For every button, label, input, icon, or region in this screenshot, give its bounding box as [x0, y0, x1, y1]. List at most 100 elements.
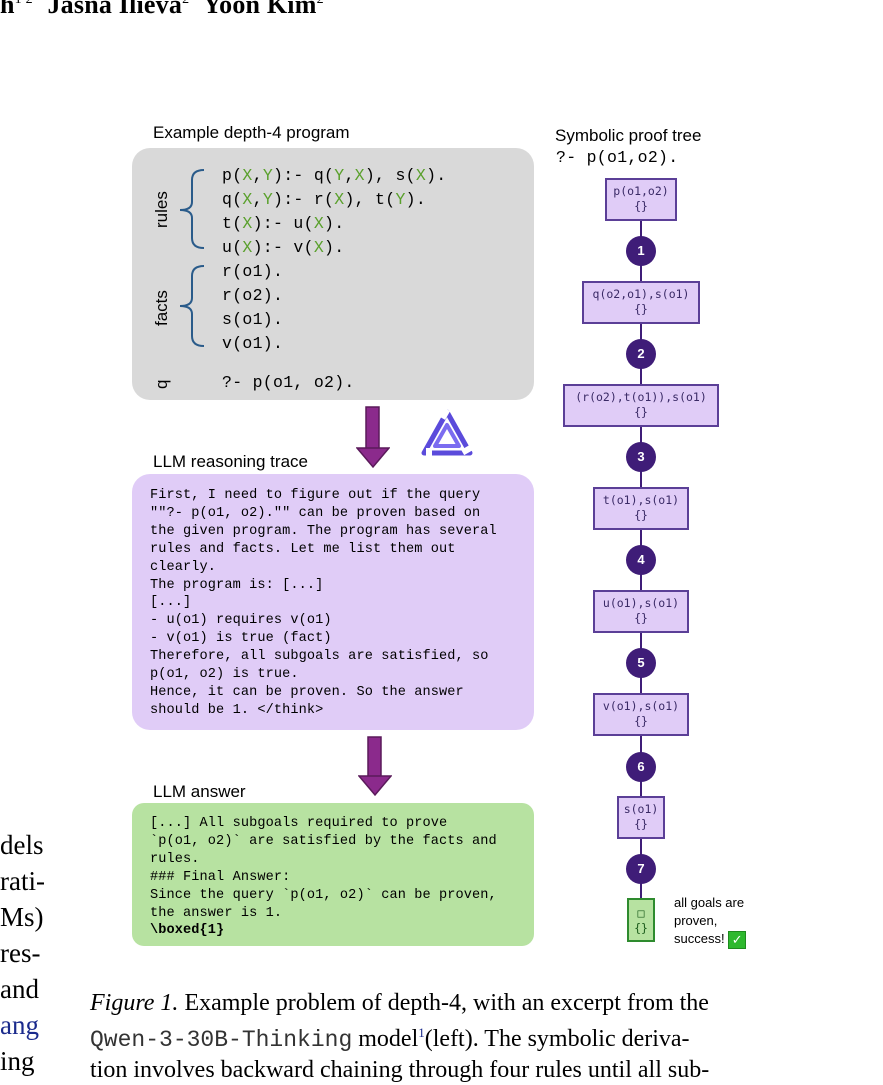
query-label: q: [152, 379, 171, 389]
proof-node-subst: {}: [634, 508, 648, 522]
answer-box: [132, 803, 534, 946]
proof-node-goal: (r(o2),t(o1)),s(o1): [575, 390, 707, 404]
answer-line: ### Final Answer:: [150, 869, 291, 885]
query-line: ?- p(o1, o2).: [222, 373, 355, 392]
success-line: proven,: [674, 913, 718, 928]
rules-brace: [179, 169, 205, 249]
figure-caption: Figure 1. Example problem of depth-4, wi…: [90, 988, 709, 1085]
success-text: all goals are proven, success! ✓: [674, 894, 747, 949]
body-text-fragment: ing: [0, 1046, 35, 1076]
success-line: all goals are: [674, 895, 745, 910]
program-box: [132, 148, 534, 400]
proof-step-marker: 5: [626, 648, 656, 678]
author-name: Jasna Ilieva: [47, 0, 183, 19]
footnote-link[interactable]: 1: [418, 1025, 425, 1040]
proof-node-goal: s(o1): [623, 802, 659, 816]
rule-text: ):- u(: [252, 214, 314, 233]
trace-box: [132, 474, 534, 730]
down-arrow-icon: [358, 736, 392, 797]
rules-label: rules: [152, 191, 171, 228]
trace-line: - u(o1) requires v(o1): [150, 613, 332, 629]
rule-text: q(: [222, 190, 243, 209]
trace-line: First, I need to figure out if the query: [150, 488, 481, 503]
trace-line: [...]: [150, 595, 192, 611]
proof-node: (r(o2),t(o1)),s(o1){}: [563, 384, 719, 427]
rule-text: ,: [252, 166, 263, 185]
rule-line: t(X):- u(X).: [222, 214, 344, 233]
rule-text: ).: [405, 190, 427, 209]
proof-node-subst: {}: [634, 405, 648, 419]
caption-text: (left). The symbolic deriva-: [424, 1026, 690, 1052]
rule-text: u(: [222, 238, 243, 257]
proof-step-marker: 1: [626, 236, 656, 266]
trace-heading: LLM reasoning trace: [153, 452, 308, 471]
body-text-fragment: Ms): [0, 902, 44, 932]
trace-line: rules and facts. Let me list them out: [150, 541, 456, 557]
rule-variable: X: [313, 238, 325, 257]
proof-step-marker: 6: [626, 752, 656, 782]
final-goal: □: [637, 906, 645, 920]
rule-variable: X: [334, 190, 345, 209]
trace-line: - v(o1) is true (fact): [150, 631, 332, 647]
proof-node-subst: {}: [634, 199, 648, 213]
boxed-answer: \boxed{1}: [150, 923, 225, 938]
rule-text: ).: [324, 214, 345, 233]
proof-node: q(o2,o1),s(o1){}: [582, 281, 700, 324]
proof-node: v(o1),s(o1){}: [593, 693, 689, 736]
proof-node: s(o1){}: [617, 796, 665, 839]
trace-line: the given program. The program has sever…: [150, 523, 497, 539]
rule-variable: Y: [262, 166, 274, 185]
answer-line: [...] All subgoals required to prove: [150, 816, 448, 831]
trace-line: Therefore, all subgoals are satisfied, s…: [150, 649, 489, 665]
rule-text: ), t(: [344, 190, 396, 209]
qwen-logo-icon: [421, 408, 473, 458]
trace-line: ""?- p(o1, o2)."" can be proven based on: [150, 505, 481, 521]
author-affiliation: 1 2: [15, 0, 33, 7]
caption-model-name: Qwen-3-30B-Thinking: [90, 1027, 353, 1053]
rule-variable: X: [242, 166, 253, 185]
answer-heading: LLM answer: [153, 782, 246, 801]
body-text-link-fragment[interactable]: ang: [0, 1010, 39, 1040]
rule-variable: Y: [262, 190, 274, 209]
proof-node-subst: {}: [634, 302, 648, 316]
author-affiliation: 2: [317, 0, 324, 7]
rule-variable: X: [242, 190, 253, 209]
rule-text: ), s(: [364, 166, 416, 185]
success-line: success! ✓: [674, 930, 747, 949]
proof-tree-heading: Symbolic proof tree: [555, 126, 702, 145]
body-text-fragment: dels: [0, 830, 44, 860]
proof-node-goal: v(o1),s(o1): [602, 699, 680, 713]
author-fragment: h: [0, 0, 15, 19]
proof-node: p(o1,o2){}: [605, 178, 677, 221]
fact-line: r(o1).: [222, 262, 284, 281]
check-icon: ✓: [728, 930, 747, 949]
proof-node-goal: u(o1),s(o1): [602, 596, 680, 610]
trace-line: Hence, it can be proven. So the answer: [150, 684, 464, 700]
proof-node-subst: {}: [634, 714, 648, 728]
rule-line: q(X,Y):- r(X), t(Y).: [222, 190, 426, 209]
trace-line: clearly.: [150, 559, 217, 575]
answer-line: the answer is 1.: [150, 905, 283, 921]
body-text-fragment: rati-: [0, 866, 45, 896]
rule-variable: Y: [395, 190, 406, 209]
rule-text: t(: [222, 214, 243, 233]
trace-line: p(o1, o2) is true.: [150, 667, 299, 682]
rule-text: p(: [222, 166, 243, 185]
answer-line: rules.: [150, 851, 200, 867]
rule-line: p(X,Y):- q(Y,X), s(X).: [222, 166, 446, 185]
trace-line: The program is: [...]: [150, 577, 324, 593]
proof-node-subst: {}: [634, 611, 648, 625]
rule-variable: Y: [334, 166, 345, 185]
facts-brace: [179, 265, 205, 347]
rule-text: ):- q(: [273, 166, 335, 185]
rule-text: ):- r(: [273, 190, 335, 209]
caption-text: Example problem of depth-4, with an exce…: [184, 990, 709, 1016]
proof-tree-query: ?- p(o1,o2).: [556, 148, 679, 167]
proof-node-goal: q(o2,o1),s(o1): [592, 287, 690, 301]
proof-node-subst: {}: [634, 817, 648, 831]
rule-text: ).: [426, 166, 447, 185]
caption-text: model: [358, 1026, 419, 1052]
fact-line: r(o2).: [222, 286, 284, 305]
proof-node: t(o1),s(o1){}: [593, 487, 689, 530]
trace-line: should be 1. </think>: [150, 702, 324, 718]
